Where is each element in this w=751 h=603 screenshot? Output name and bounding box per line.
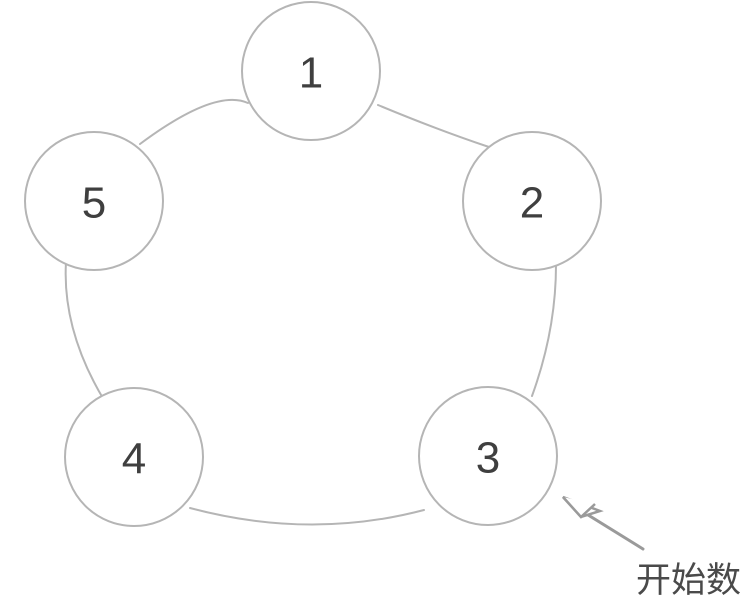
edge-group — [64, 98, 557, 526]
node-2[interactable]: 2 — [462, 131, 602, 271]
node-2-label: 2 — [520, 179, 544, 228]
edge-node3-node4 — [189, 507, 425, 526]
node-1-label: 1 — [299, 49, 323, 98]
edge-node4-node5 — [64, 261, 105, 401]
start-number-annotation: 开始数 — [562, 495, 741, 601]
node-4[interactable]: 4 — [64, 387, 204, 527]
node-5-circle[interactable] — [24, 131, 164, 271]
annotation-label: 开始数 — [636, 561, 741, 601]
node-4-label: 4 — [122, 435, 146, 484]
edge-node5-node1 — [139, 98, 249, 145]
node-3-circle[interactable] — [418, 386, 558, 526]
node-2-circle[interactable] — [462, 131, 602, 271]
node-3-label: 3 — [476, 434, 500, 483]
node-1[interactable]: 1 — [241, 1, 381, 141]
node-4-circle[interactable] — [64, 387, 204, 527]
node-5[interactable]: 5 — [24, 131, 164, 271]
edge-node1-node2 — [377, 104, 490, 148]
node-1-circle[interactable] — [241, 1, 381, 141]
node-3[interactable]: 3 — [418, 386, 558, 526]
annotation-arrow-head-inner-icon — [562, 496, 596, 519]
edge-node2-node3 — [531, 264, 557, 397]
node-5-label: 5 — [82, 179, 106, 228]
